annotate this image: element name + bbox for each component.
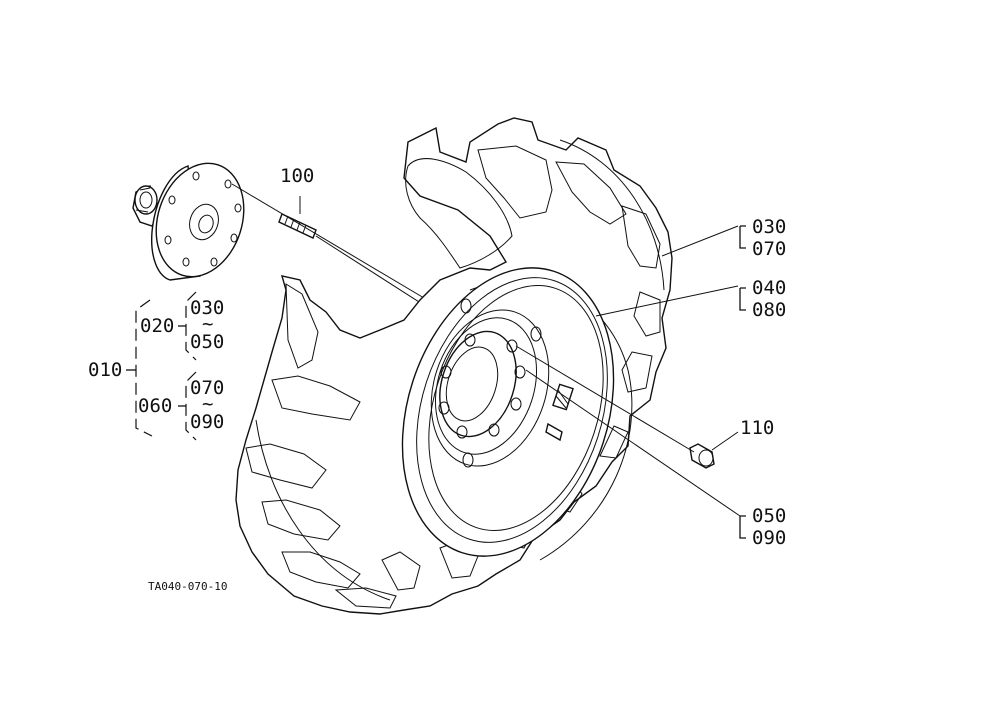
label-050-legend: 050: [190, 331, 224, 353]
label-090-legend: 090: [190, 411, 224, 433]
wheel-hub: [132, 162, 245, 281]
label-100: 100: [280, 165, 314, 187]
label-070-tire: 070: [752, 238, 786, 260]
label-080: 080: [752, 299, 786, 321]
tilde-060: ~: [202, 393, 213, 415]
assembly-legend: [126, 291, 197, 441]
stud-bolt: [278, 213, 317, 239]
label-030-legend: 030: [190, 297, 224, 319]
wheel-disc: [401, 267, 615, 557]
label-050-right: 050: [752, 505, 786, 527]
label-110: 110: [740, 417, 774, 439]
label-040: 040: [752, 277, 786, 299]
label-060: 060: [138, 395, 172, 417]
label-030-tire: 030: [752, 216, 786, 238]
figure-code: TA040-070-10: [148, 580, 227, 593]
label-090-right: 090: [752, 527, 786, 549]
nut: [689, 443, 715, 469]
tilde-020: ~: [202, 313, 213, 335]
label-010: 010: [88, 359, 122, 381]
label-020: 020: [140, 315, 174, 337]
label-070-legend: 070: [190, 377, 224, 399]
